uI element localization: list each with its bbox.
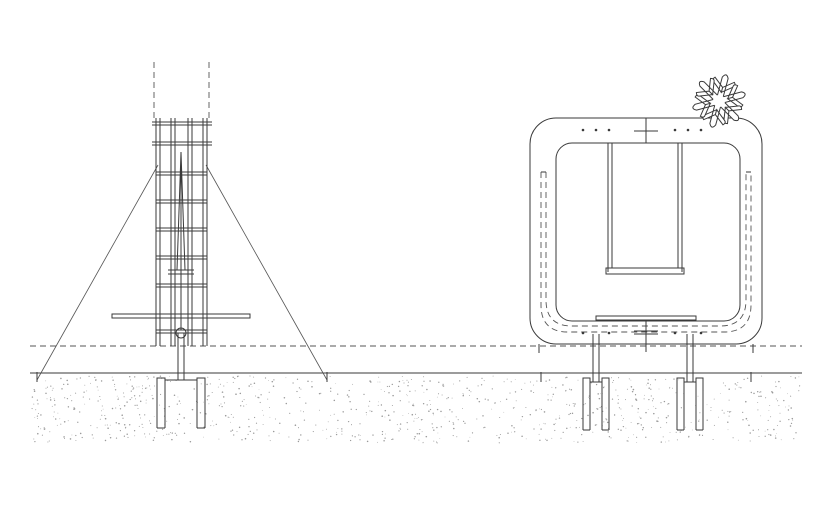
swing-seat-bar	[111, 313, 251, 319]
bolt-holes	[581, 128, 703, 335]
ground-soil	[30, 372, 802, 445]
bottom-platform	[595, 315, 697, 321]
side-elevation	[36, 62, 328, 429]
pivot-hinge	[175, 327, 187, 339]
ladder-frame	[152, 118, 212, 346]
leg-left	[582, 334, 610, 431]
inner-frame	[555, 142, 741, 322]
soil-speckles	[31, 375, 801, 444]
snowflake-icon	[692, 74, 746, 128]
outer-frame	[529, 117, 763, 345]
central-spike	[168, 151, 194, 330]
foundation-left	[156, 377, 206, 428]
guy-cable-right	[205, 164, 328, 381]
hidden-frame-dashed	[540, 172, 752, 333]
swing-seat	[605, 267, 685, 275]
guy-cable-left	[36, 164, 159, 381]
front-elevation	[529, 74, 763, 431]
leg-right	[676, 334, 704, 431]
